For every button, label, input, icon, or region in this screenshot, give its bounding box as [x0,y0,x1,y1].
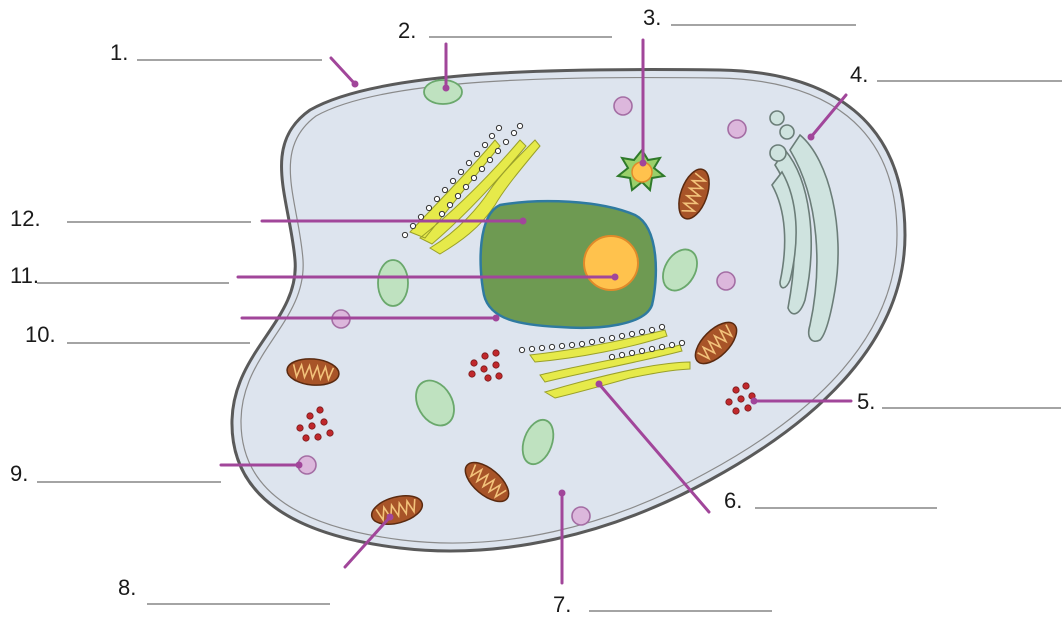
label-4: 4. [850,62,868,87]
label-12: 12. [10,206,41,231]
label-2: 2. [398,18,416,43]
label-3: 3. [643,5,661,30]
label-8: 8. [118,575,136,600]
label-6: 6. [724,488,742,513]
label-1: 1. [110,40,128,65]
nucleolus [584,236,638,290]
lysosome [614,97,632,115]
leader-1 [331,58,355,84]
label-7: 7. [553,592,571,617]
label-9: 9. [10,461,28,486]
label-10: 10. [25,322,56,347]
lysosome [572,507,590,525]
lysosome [717,272,735,290]
vacuole-left [378,260,408,306]
lysosome [728,120,746,138]
label-11: 11. [10,263,39,288]
vacuole-top [424,80,462,104]
label-5: 5. [857,389,875,414]
